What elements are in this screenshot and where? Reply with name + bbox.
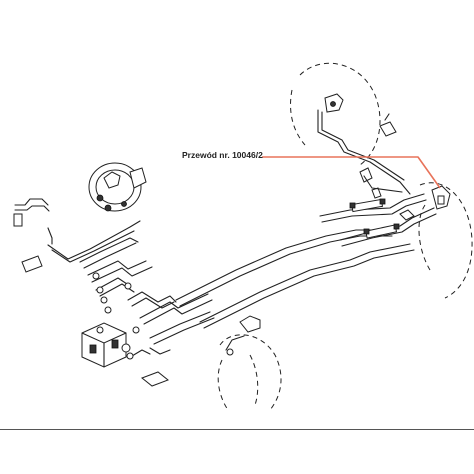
main-brake-lines [47,193,437,345]
bottom-divider [0,429,474,430]
rear-right-wheel [290,62,473,299]
hydraulic-unit [81,322,131,368]
callout-label: Przewód nr. 10046/2 [182,150,263,160]
brake-booster [88,162,147,212]
booster-fittings [92,272,140,334]
front-left-hose [13,198,53,273]
front-left-parts [126,315,261,387]
rear-left-wheel [217,334,282,411]
rear-right-line [317,93,411,195]
rear-fittings [349,167,415,239]
callout-leader-line [262,156,441,189]
